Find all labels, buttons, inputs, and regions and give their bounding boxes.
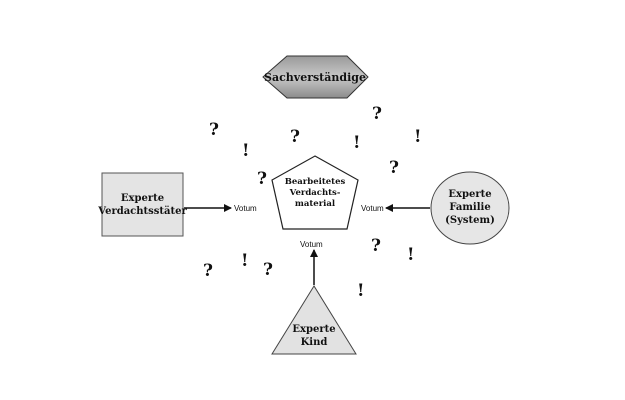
familie-label-line3: (System) bbox=[445, 215, 495, 226]
familie-node: Experte Familie (System) bbox=[430, 171, 510, 245]
question-mark: ? bbox=[389, 158, 399, 178]
exclamation-mark: ! bbox=[353, 133, 360, 153]
verdachtstaeter-box bbox=[101, 172, 184, 237]
arrow-left-votum-label: Votum bbox=[234, 204, 257, 213]
question-mark: ? bbox=[209, 120, 219, 140]
familie-label-line2: Familie bbox=[449, 202, 490, 213]
question-mark: ? bbox=[263, 260, 273, 280]
material-label-line2: Verdachts- bbox=[289, 188, 341, 198]
kind-triangle bbox=[271, 285, 357, 355]
exclamation-mark: ! bbox=[414, 127, 421, 147]
sachverstaendige-node: Sachverständige bbox=[262, 55, 369, 99]
exclamation-mark: ! bbox=[357, 281, 364, 301]
kind-node: Experte Kind bbox=[271, 285, 357, 355]
question-mark: ? bbox=[371, 236, 381, 256]
familie-label-line1: Experte bbox=[448, 189, 491, 200]
material-node: Bearbeitetes Verdachts- material bbox=[271, 155, 359, 230]
verdachtstaeter-node: Experte Verdachtsstäter bbox=[97, 172, 187, 237]
material-pentagon bbox=[271, 155, 359, 230]
arrow-right-votum-label: Votum bbox=[361, 204, 384, 213]
material-label-line3: material bbox=[295, 199, 336, 209]
kind-label-line2: Kind bbox=[301, 337, 328, 348]
familie-circle bbox=[430, 171, 510, 245]
exclamation-mark: ! bbox=[407, 245, 414, 265]
arrow-bottom-votum-label: Votum bbox=[300, 240, 323, 249]
exclamation-mark: ! bbox=[242, 141, 249, 161]
kind-label-line1: Experte bbox=[292, 324, 335, 335]
exclamation-mark: ! bbox=[241, 251, 248, 271]
sachverstaendige-label: Sachverständige bbox=[264, 71, 366, 84]
question-mark: ? bbox=[203, 261, 213, 281]
question-mark: ? bbox=[257, 169, 267, 189]
question-mark: ? bbox=[372, 104, 382, 124]
material-label-line1: Bearbeitetes bbox=[285, 177, 346, 187]
verdachtstaeter-label-line1: Experte bbox=[121, 193, 164, 204]
verdachtstaeter-label-line2: Verdachtsstäter bbox=[97, 206, 187, 217]
sachverstaendige-diamond bbox=[262, 55, 369, 99]
question-mark: ? bbox=[290, 127, 300, 147]
